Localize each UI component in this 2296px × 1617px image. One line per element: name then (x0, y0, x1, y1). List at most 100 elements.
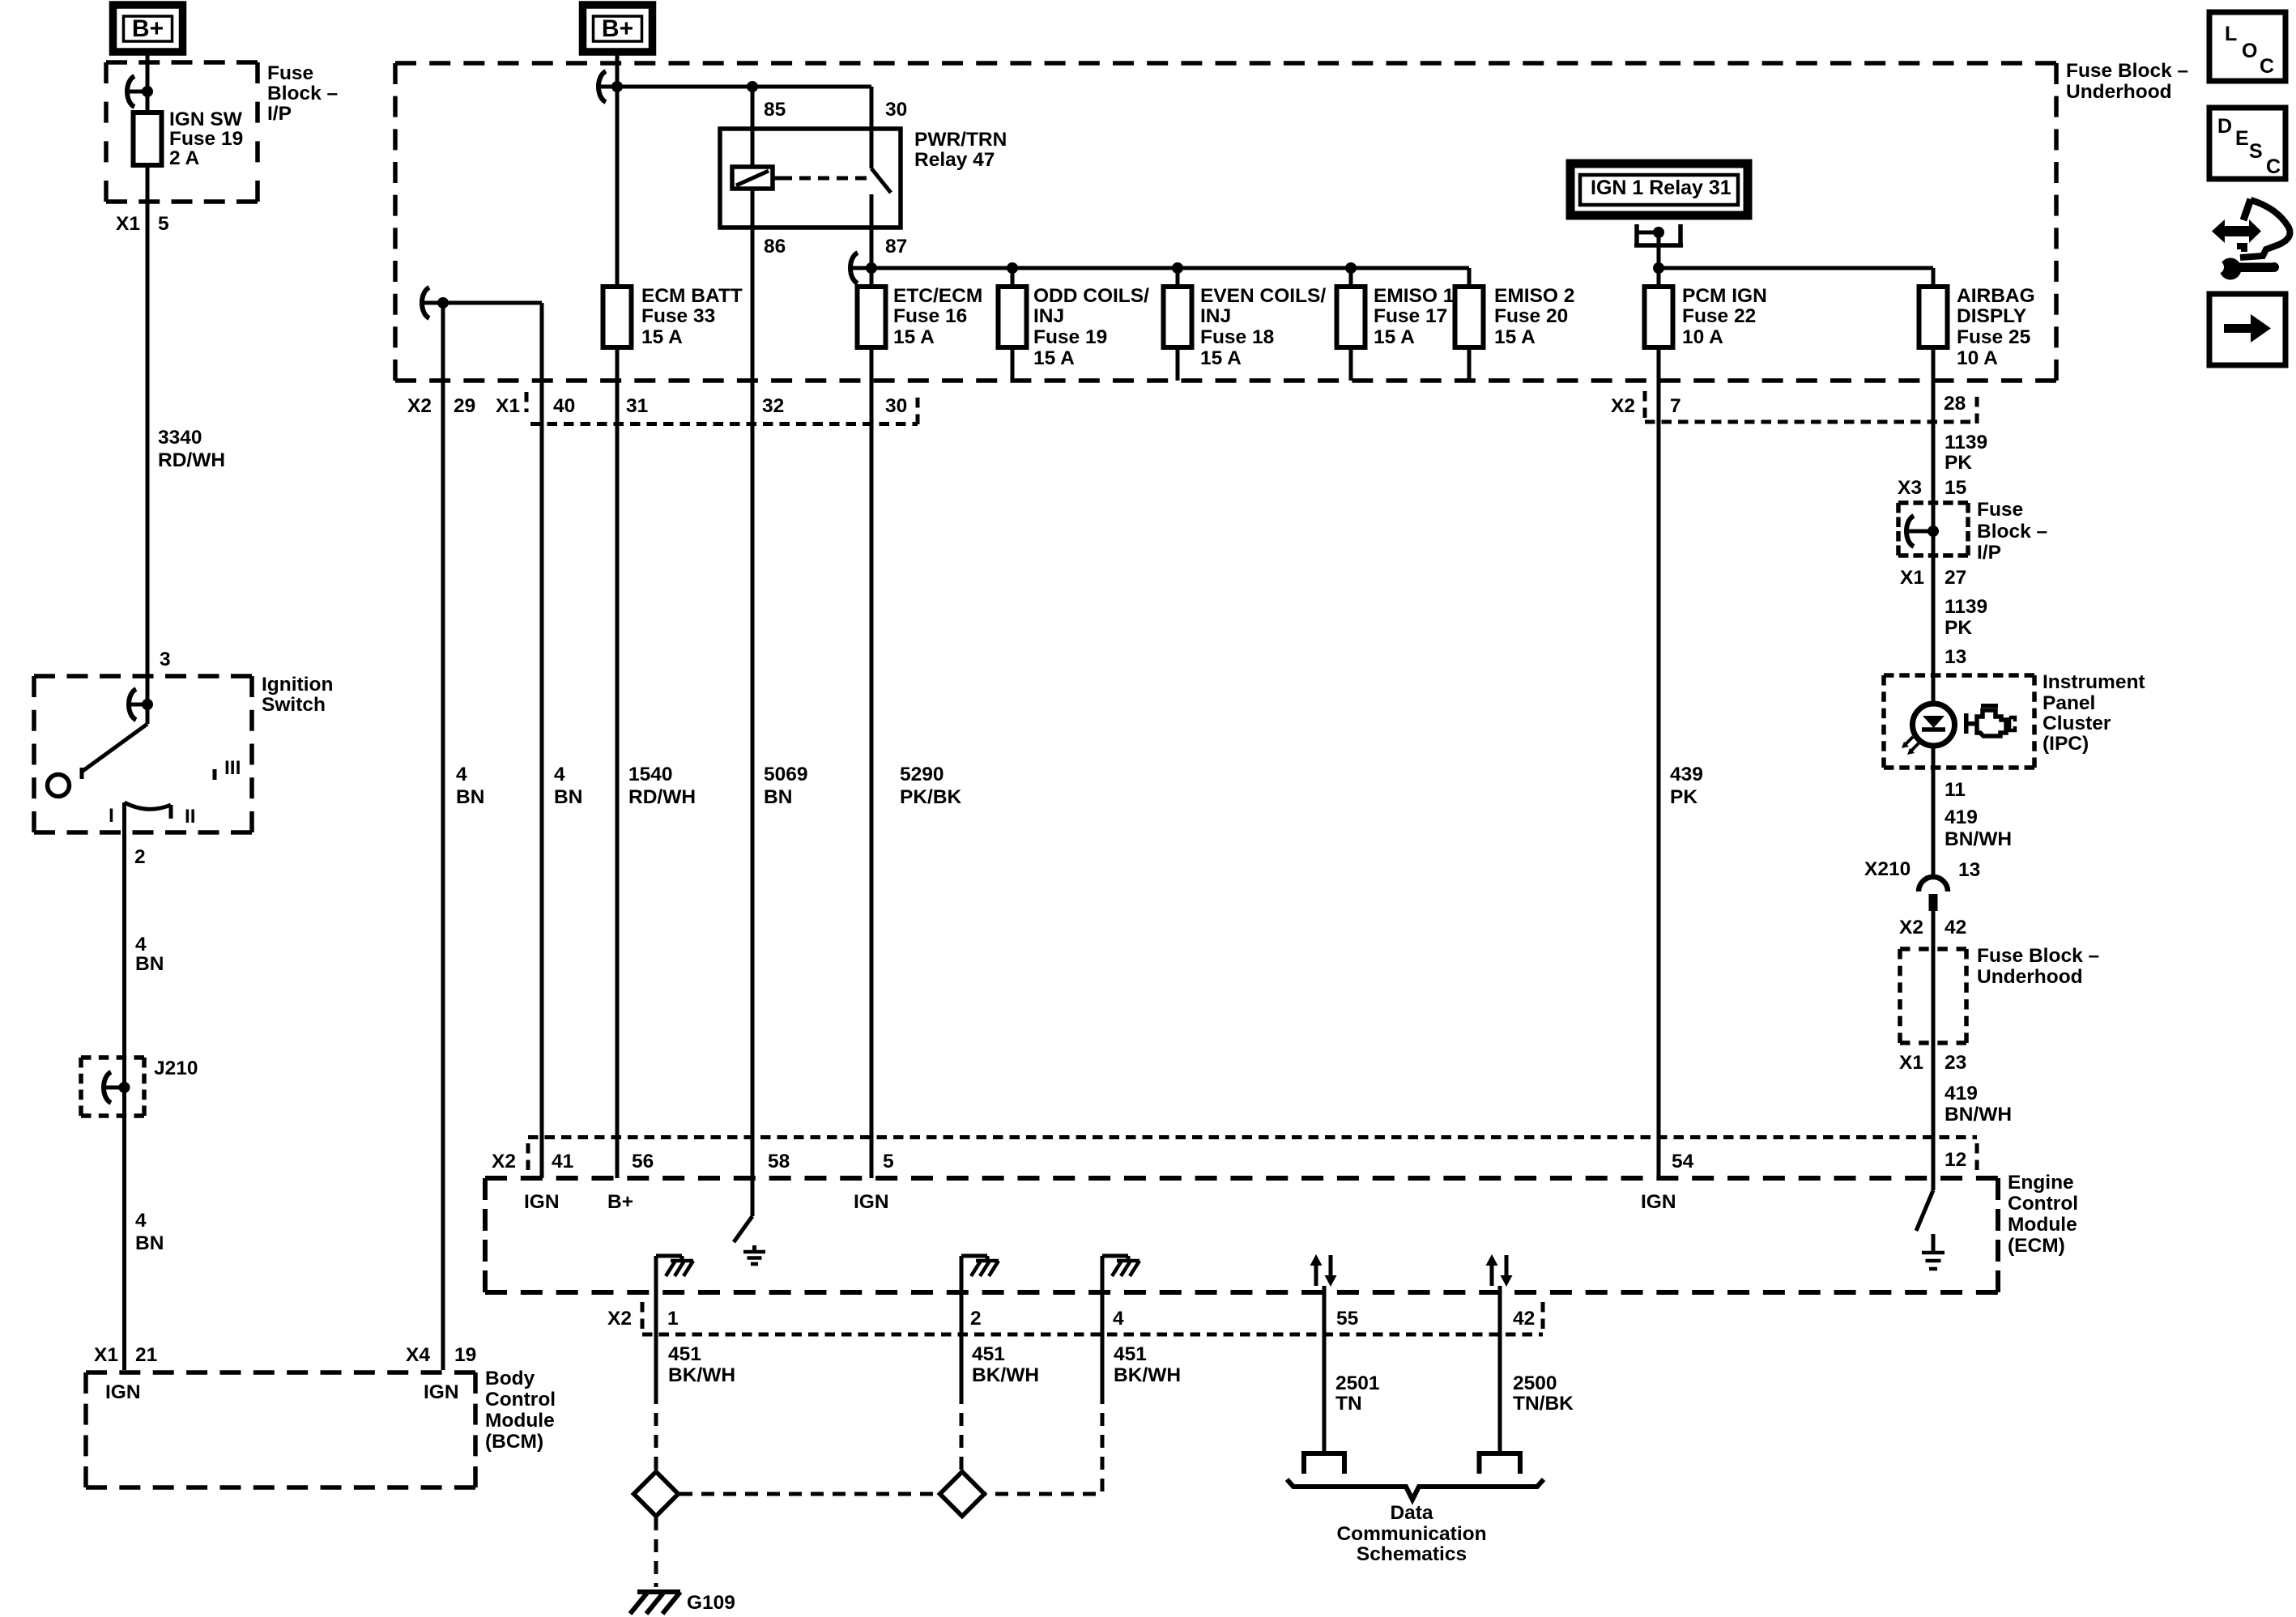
svg-text:TN/BK: TN/BK (1513, 1393, 1574, 1415)
svg-text:10 A: 10 A (1957, 347, 1998, 369)
svg-text:32: 32 (762, 395, 784, 417)
svg-text:(BCM): (BCM) (485, 1431, 543, 1453)
svg-text:4: 4 (554, 764, 565, 785)
svg-text:419: 419 (1945, 806, 1978, 828)
svg-text:19: 19 (454, 1344, 476, 1366)
svg-text:X1: X1 (1900, 567, 1924, 589)
svg-text:2501: 2501 (1335, 1372, 1380, 1394)
svg-text:Fuse 18: Fuse 18 (1200, 326, 1274, 348)
svg-text:Fuse 17: Fuse 17 (1374, 305, 1447, 327)
svg-text:11: 11 (1945, 779, 1966, 801)
svg-text:56: 56 (632, 1151, 654, 1172)
svg-text:INJ: INJ (1033, 305, 1064, 327)
svg-text:BN: BN (554, 786, 582, 808)
svg-text:2: 2 (970, 1308, 982, 1330)
svg-text:15: 15 (1945, 477, 1966, 499)
svg-text:Underhood: Underhood (1977, 966, 2083, 988)
svg-text:IGN: IGN (854, 1191, 889, 1213)
svg-text:EMISO 1: EMISO 1 (1374, 285, 1454, 307)
svg-text:X2: X2 (407, 395, 432, 417)
svg-text:10 A: 10 A (1682, 326, 1723, 348)
svg-text:Fuse 22: Fuse 22 (1682, 305, 1756, 327)
svg-text:X2: X2 (1611, 395, 1635, 417)
svg-text:IGN: IGN (105, 1381, 141, 1403)
svg-text:INJ: INJ (1200, 305, 1231, 327)
svg-text:1139: 1139 (1945, 432, 1987, 453)
svg-text:(ECM): (ECM) (2008, 1235, 2065, 1257)
svg-text:4: 4 (1113, 1308, 1124, 1330)
svg-text:30: 30 (885, 99, 907, 121)
svg-text:15 A: 15 A (1033, 347, 1075, 369)
svg-text:Fuse: Fuse (267, 62, 313, 84)
svg-text:BN: BN (764, 786, 792, 808)
svg-text:15 A: 15 A (1374, 326, 1415, 348)
svg-text:J210: J210 (154, 1057, 198, 1079)
svg-text:(IPC): (IPC) (2043, 733, 2089, 755)
svg-text:28: 28 (1944, 393, 1966, 415)
svg-text:5: 5 (158, 213, 169, 235)
svg-text:Cluster: Cluster (2043, 713, 2111, 734)
svg-text:Fuse 19: Fuse 19 (169, 128, 243, 150)
svg-text:EMISO 2: EMISO 2 (1494, 285, 1574, 307)
svg-text:ODD COILS/: ODD COILS/ (1033, 285, 1149, 307)
svg-text:EVEN COILS/: EVEN COILS/ (1200, 285, 1326, 307)
svg-text:RD/WH: RD/WH (628, 786, 696, 808)
svg-text:S: S (2249, 140, 2263, 163)
svg-text:1: 1 (667, 1308, 679, 1330)
svg-text:Communication: Communication (1336, 1523, 1486, 1545)
svg-text:42: 42 (1513, 1308, 1535, 1330)
svg-text:PK: PK (1945, 452, 1972, 474)
svg-text:X4: X4 (406, 1344, 430, 1366)
svg-text:7: 7 (1670, 395, 1681, 417)
svg-text:IGN: IGN (1641, 1191, 1676, 1213)
svg-text:B+: B+ (132, 15, 164, 42)
svg-text:BN/WH: BN/WH (1945, 828, 2012, 850)
svg-text:C: C (2260, 55, 2274, 78)
svg-text:Panel: Panel (2043, 692, 2095, 714)
svg-text:Engine: Engine (2008, 1172, 2074, 1194)
svg-text:451: 451 (972, 1343, 1005, 1365)
svg-text:27: 27 (1945, 567, 1966, 589)
svg-text:X2: X2 (607, 1308, 632, 1330)
svg-text:2 A: 2 A (169, 147, 200, 169)
svg-text:BK/WH: BK/WH (1114, 1364, 1181, 1386)
svg-text:Switch: Switch (262, 694, 326, 716)
svg-text:Fuse 25: Fuse 25 (1957, 326, 2030, 348)
svg-text:451: 451 (1114, 1343, 1147, 1365)
svg-text:54: 54 (1672, 1151, 1694, 1172)
svg-text:3340: 3340 (158, 427, 202, 449)
svg-text:Body: Body (485, 1368, 535, 1389)
svg-text:13: 13 (1958, 859, 1980, 881)
svg-text:BK/WH: BK/WH (668, 1364, 735, 1386)
svg-text:1540: 1540 (628, 764, 673, 785)
svg-text:Control: Control (485, 1389, 556, 1411)
svg-text:IGN 1 Relay 31: IGN 1 Relay 31 (1591, 177, 1732, 199)
svg-text:Module: Module (485, 1410, 555, 1432)
svg-text:IGN SW: IGN SW (169, 109, 243, 130)
svg-text:1139: 1139 (1945, 596, 1987, 618)
svg-text:31: 31 (626, 395, 648, 417)
svg-text:D: D (2217, 115, 2232, 138)
svg-text:III: III (224, 757, 241, 779)
svg-text:4: 4 (135, 934, 147, 955)
svg-text:55: 55 (1336, 1308, 1358, 1330)
svg-text:15 A: 15 A (1200, 347, 1242, 369)
svg-text:5290: 5290 (900, 764, 944, 785)
svg-text:BN: BN (135, 953, 164, 975)
svg-text:PK: PK (1945, 617, 1972, 639)
svg-text:87: 87 (885, 236, 907, 257)
svg-text:13: 13 (1945, 646, 1966, 668)
svg-text:I/P: I/P (267, 103, 292, 125)
svg-text:Control: Control (2008, 1193, 2078, 1215)
svg-text:II: II (185, 806, 196, 828)
svg-text:X1: X1 (116, 213, 140, 235)
svg-text:451: 451 (668, 1343, 701, 1365)
svg-text:58: 58 (768, 1151, 790, 1172)
svg-text:PK/BK: PK/BK (900, 786, 962, 808)
svg-text:L: L (2225, 23, 2237, 45)
svg-text:86: 86 (764, 236, 786, 257)
svg-text:12: 12 (1945, 1149, 1966, 1171)
svg-text:AIRBAG: AIRBAG (1957, 285, 2035, 307)
svg-text:DISPLY: DISPLY (1957, 305, 2026, 327)
svg-text:40: 40 (553, 395, 575, 417)
